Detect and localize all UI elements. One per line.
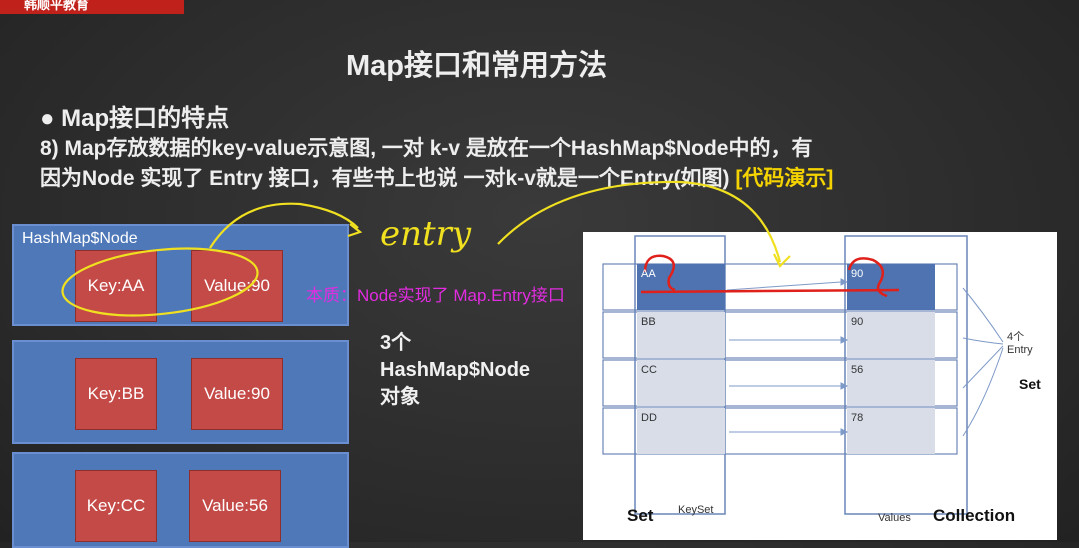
node-header-label: HashMap$Node	[22, 230, 138, 247]
count-line-1: 3个	[380, 332, 412, 354]
hashmap-node-3: Key:CC Value:56	[12, 452, 349, 548]
value-cell-3: 56	[851, 364, 864, 376]
brand-logo: 韩顺平教育	[0, 0, 184, 14]
entryset-diagram: AA BB CC DD 90 90 56 78 4个 Entry Set Set…	[583, 232, 1057, 540]
description-line-1: 8) Map存放数据的key-value示意图, 一对 k-v 是放在一个Has…	[40, 137, 813, 160]
hashmap-node-2: Key:BB Value:90	[12, 340, 349, 444]
value-cell-1: 90	[851, 268, 864, 280]
description-line-2: 因为Node 实现了 Entry 接口，有些书上也说 一对k-v就是一个Entr…	[40, 162, 833, 192]
bullet-heading: ● Map接口的特点	[40, 105, 230, 132]
count-line-2: HashMap$Node	[380, 359, 531, 381]
value-cell-4: 78	[851, 412, 864, 424]
node-key-cell: Key:BB	[75, 358, 157, 430]
key-cell-cc: CC	[641, 364, 657, 376]
keyset-label: KeySet	[678, 504, 714, 516]
description-line-2-text: 因为Node 实现了 Entry 接口，有些书上也说 一对k-v就是一个Entr…	[40, 167, 736, 190]
slide-title: Map接口和常用方法	[346, 50, 608, 82]
node-key-cell: Key:CC	[75, 470, 157, 542]
overlay-annotation: 本质：Node实现了 Map.Entry接口	[306, 286, 565, 305]
diagram-frame	[602, 235, 1004, 515]
entry-count-label: 4个	[1007, 331, 1025, 343]
entry-label: Entry	[1007, 344, 1033, 356]
set-bottom-label: Set	[627, 506, 654, 525]
key-cell-aa: AA	[641, 268, 656, 280]
hashmap-node-1: HashMap$Node Key:AA Value:90	[12, 224, 349, 326]
code-demo-link[interactable]: [代码演示]	[735, 167, 834, 190]
values-label: Values	[878, 512, 911, 524]
value-cell-2: 90	[851, 316, 864, 328]
key-cell-dd: DD	[641, 412, 657, 424]
node-key-cell: Key:AA	[75, 250, 157, 322]
handwritten-entry: entry	[380, 214, 472, 254]
node-value-cell: Value:90	[191, 358, 283, 430]
node-count-note: 3个 HashMap$Node 对象	[380, 330, 530, 411]
set-right-label: Set	[1019, 376, 1041, 392]
count-line-3: 对象	[380, 386, 420, 408]
key-cell-bb: BB	[641, 316, 656, 328]
node-value-cell: Value:90	[191, 250, 283, 322]
node-value-cell: Value:56	[189, 470, 281, 542]
collection-label: Collection	[933, 506, 1016, 525]
